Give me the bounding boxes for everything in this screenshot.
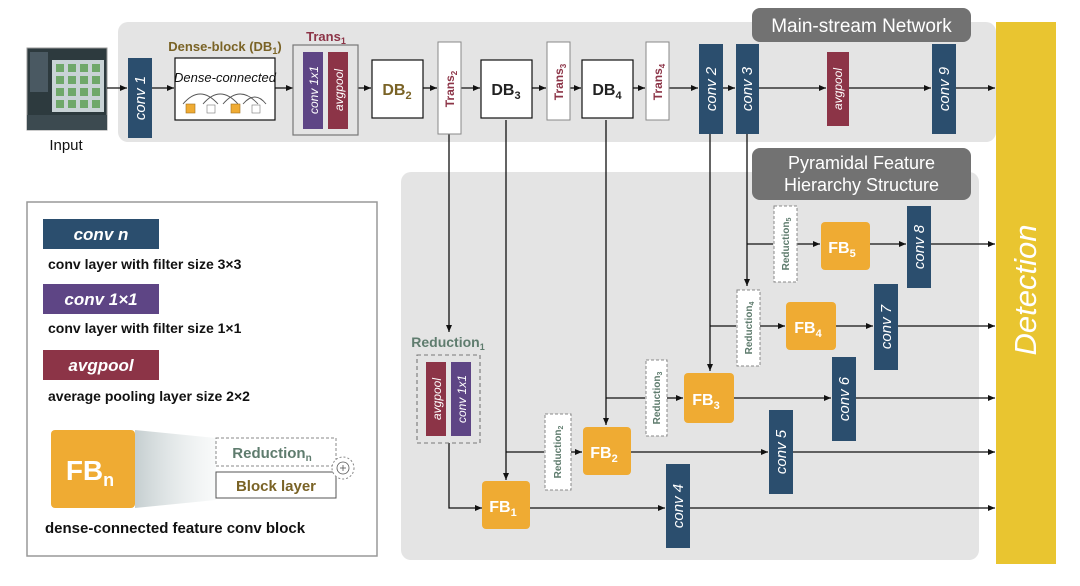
legend-block-layer-label: Block layer [236,478,316,495]
legend-conv1x1-label: conv 1×1 [64,290,137,309]
db3-label: DB3 [491,82,520,102]
dense-cubes [185,103,261,114]
reduction4-block [736,289,761,367]
conv2-label: conv 2 [703,66,720,111]
trans4-label: Trans4 [651,63,667,100]
reduction3-block [645,359,668,437]
trans3-label: Trans3 [552,63,568,100]
legend-reduction-box [215,437,337,467]
fb2-label: FB2 [590,445,617,465]
detection-bar [996,22,1056,564]
legend-fbn-desc: dense-connected feature conv block [45,520,306,537]
conv8-block [907,206,931,288]
fb3-block [684,373,734,423]
reduction3-label: Reduction3 [652,372,664,425]
trans2-block [437,41,462,135]
trans1-box [292,44,359,136]
fb4-label: FB4 [794,320,822,340]
detection-label: Detection [1008,225,1043,356]
avgpool-main-label: avgpool [831,68,845,110]
fb5-label: FB5 [828,240,855,260]
legend-conv1x1-desc: conv layer with filter size 1×1 [48,320,242,336]
conv7-block [874,284,898,370]
fb3-label: FB3 [692,392,719,412]
legend-avgpool-desc: average pooling layer size 2×2 [48,388,250,404]
fb2-block [583,427,631,475]
legend-conv-n-swatch [43,219,159,249]
fb1-block [482,481,530,529]
trans1-conv1x1-block [303,52,323,129]
conv9-label: conv 9 [936,66,953,111]
main-stream-label-box [752,8,971,42]
legend-avgpool-swatch [43,350,159,380]
fb4-block [786,302,836,350]
conv3-label: conv 3 [739,66,756,111]
reduction1-box [416,354,481,444]
trans1-conv1x1-label: conv 1x1 [307,66,321,114]
legend-block-layer-box [215,471,337,499]
reduction1-conv1x1-block [451,362,471,436]
fb5-block [821,222,870,270]
conv6-label: conv 6 [836,376,853,421]
pyramid-label-line1: Pyramidal Feature [788,153,935,173]
legend-conv1x1-swatch [43,284,159,314]
reduction1-avgpool-label: avgpool [430,378,444,420]
legend-fbn-block [51,430,135,508]
trans2-label: Trans2 [443,70,459,107]
pyramid-label-line2: Hierarchy Structure [784,175,939,195]
input-label: Input [49,137,83,154]
conv1-block [128,58,152,138]
reduction1-conv1x1-label: conv 1x1 [455,375,469,423]
db3-block [480,59,533,119]
dense-connected-label: Dense-connected [174,70,277,85]
input-image [26,47,108,131]
db4-label: DB4 [592,82,622,102]
trans4-block [645,41,670,121]
trans1-avgpool-block [328,52,348,129]
concat-icon [331,456,355,480]
reduction1-avgpool-block [426,362,446,436]
conv4-label: conv 4 [670,484,687,528]
trans1-avgpool-label: avgpool [332,69,346,111]
main-stream-label: Main-stream Network [771,16,952,37]
conv7-label: conv 7 [878,304,895,349]
dense-block-title: Dense-block (DB1) [168,39,281,56]
legend-avgpool-label: avgpool [68,356,134,375]
conv5-block [769,410,793,494]
conv4-block [666,464,690,548]
pyramid-label-box [752,148,971,200]
reduction4-label: Reduction4 [744,302,756,355]
legend-zoom-wedge [135,430,216,508]
conv6-block [832,357,856,441]
reduction1-title: Reduction1 [411,334,484,352]
reduction5-block [773,205,798,283]
db2-block [371,59,424,119]
trans1-title: Trans1 [306,29,346,46]
trans3-block [546,41,571,121]
legend-fbn-label: FBn [66,455,114,490]
db2-label: DB2 [382,82,411,102]
conv1-label: conv 1 [132,76,149,120]
conv9-block [932,44,956,134]
legend-reduction-label: Reductionn [232,445,311,464]
conv8-label: conv 8 [911,224,928,269]
conv3-block [736,44,759,134]
fb1-label: FB1 [489,499,516,519]
legend-conv-n-desc: conv layer with filter size 3×3 [48,256,242,272]
dense-connected-icon [182,93,267,105]
conv5-label: conv 5 [773,429,790,474]
avgpool-main-block [827,52,849,126]
reduction2-label: Reduction2 [553,426,565,479]
legend-conv-n-label: conv n [74,225,129,244]
pyramid-arrows [446,120,995,511]
conv2-block [699,44,723,134]
db4-block [581,59,634,119]
reduction5-label: Reduction5 [781,218,793,271]
reduction2-block [544,413,572,491]
